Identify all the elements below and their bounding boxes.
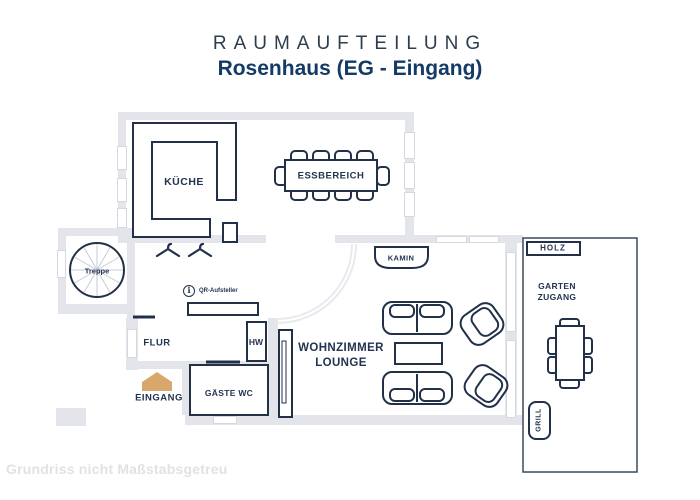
page-subtitle: Rosenhaus (EG - Eingang) [217, 57, 483, 80]
disclaimer-text: Grundriss nicht Maßstabsgetreu [6, 461, 228, 477]
window [436, 236, 467, 243]
grill-box [528, 401, 551, 440]
window [404, 162, 415, 189]
wall-segment [268, 318, 278, 418]
kitchen-appliance [222, 222, 238, 243]
wohnzimmer-line1: WOHNZIMMER [298, 342, 384, 354]
label-holz: HOLZ [540, 243, 566, 253]
room-label-kamin: KAMIN [387, 253, 415, 263]
label-qr-aufsteller: QR-Aufsteller [199, 288, 238, 294]
qr-stand-table [187, 302, 259, 316]
room-label-treppe: Treppe [84, 266, 110, 276]
dining-table [284, 159, 378, 192]
wall-segment [335, 235, 523, 243]
armchair [463, 364, 509, 408]
garden-area-outline [522, 237, 638, 473]
garden-table [555, 325, 585, 381]
kitchen-counter [132, 122, 237, 238]
garten-line2: ZUGANG [537, 292, 577, 302]
garten-line1: GARTEN [538, 281, 576, 291]
window [506, 340, 516, 418]
label-grill: GRILL [535, 408, 543, 432]
window [469, 236, 499, 243]
gaeste-wc-room [189, 364, 269, 416]
window [117, 178, 127, 202]
hw-room [246, 321, 267, 362]
room-label-essbereich: ESSBEREICH [297, 170, 365, 182]
door-swing-arc [276, 243, 357, 324]
window [213, 416, 237, 424]
window [117, 146, 127, 170]
sofa-top [382, 301, 453, 335]
wall-segment [127, 236, 135, 318]
window [127, 329, 137, 358]
window [404, 192, 415, 217]
window [506, 252, 516, 332]
window [117, 208, 127, 228]
fireplace [374, 246, 429, 269]
wall-segment [56, 408, 86, 426]
info-icon: i [183, 285, 195, 297]
wall-segment [58, 304, 135, 314]
room-label-wohnzimmer: WOHNZIMMER LOUNGE [298, 341, 384, 371]
window [404, 132, 415, 159]
room-label-hw: HW [248, 337, 264, 347]
wall-segment [185, 415, 522, 425]
entrance-arrow-icon [142, 372, 172, 391]
wall-segment [118, 235, 266, 243]
wohnzimmer-line2: LOUNGE [315, 357, 367, 369]
wall-segment [118, 112, 414, 120]
coat-hanger-icon [187, 242, 213, 258]
room-label-gaeste-wc: GÄSTE WC [204, 388, 254, 398]
armchair [459, 302, 505, 346]
coat-hanger-icon [155, 242, 181, 258]
sideboard-inner [281, 340, 287, 404]
stair-spokes [71, 244, 123, 296]
holz-box [526, 241, 581, 256]
page-title: RAUMAUFTEILUNG [212, 33, 488, 54]
room-label-flur: FLUR [143, 337, 171, 349]
room-label-eingang: EINGANG [135, 392, 183, 404]
room-label-kueche: KÜCHE [164, 176, 204, 188]
window [57, 250, 66, 278]
wall-segment [58, 228, 135, 236]
wall-segment [182, 369, 190, 415]
sofa-bottom [382, 371, 453, 405]
coffee-table [394, 342, 443, 365]
label-garten-zugang: GARTEN ZUGANG [538, 281, 577, 303]
